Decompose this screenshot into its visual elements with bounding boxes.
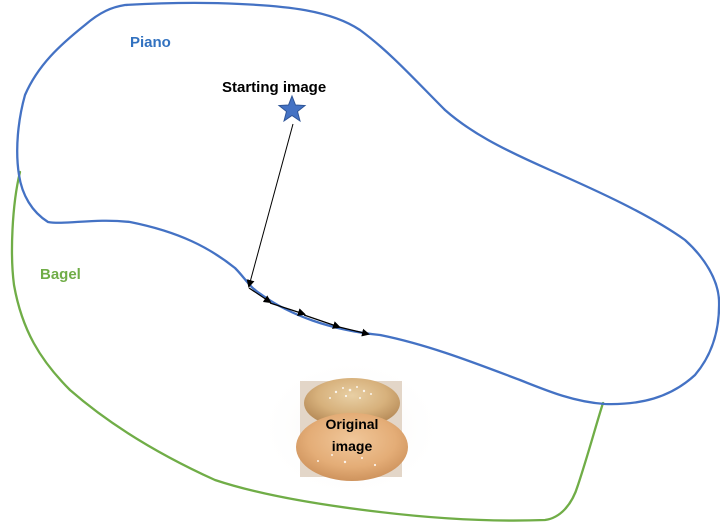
bagel-label: Bagel: [40, 266, 81, 283]
original-image-photo: Original image: [256, 356, 446, 500]
boundary-step-arrow-2: [269, 302, 306, 316]
boundary-step-arrow-3: [303, 314, 341, 329]
boundary-step-arrow-4: [338, 326, 370, 337]
starting-image-star-icon: [277, 94, 307, 123]
bagel-region-outline: [10, 170, 605, 522]
boundary-step-arrow-1: [248, 287, 272, 304]
original-image-label-line1: Original: [326, 416, 379, 432]
starting-image-label: Starting image: [222, 79, 326, 96]
piano-label: Piano: [130, 34, 171, 51]
initial-trajectory-arrow: [246, 123, 294, 288]
original-image-label-line2: image: [332, 438, 373, 454]
piano-region-outline: [16, 1, 720, 406]
